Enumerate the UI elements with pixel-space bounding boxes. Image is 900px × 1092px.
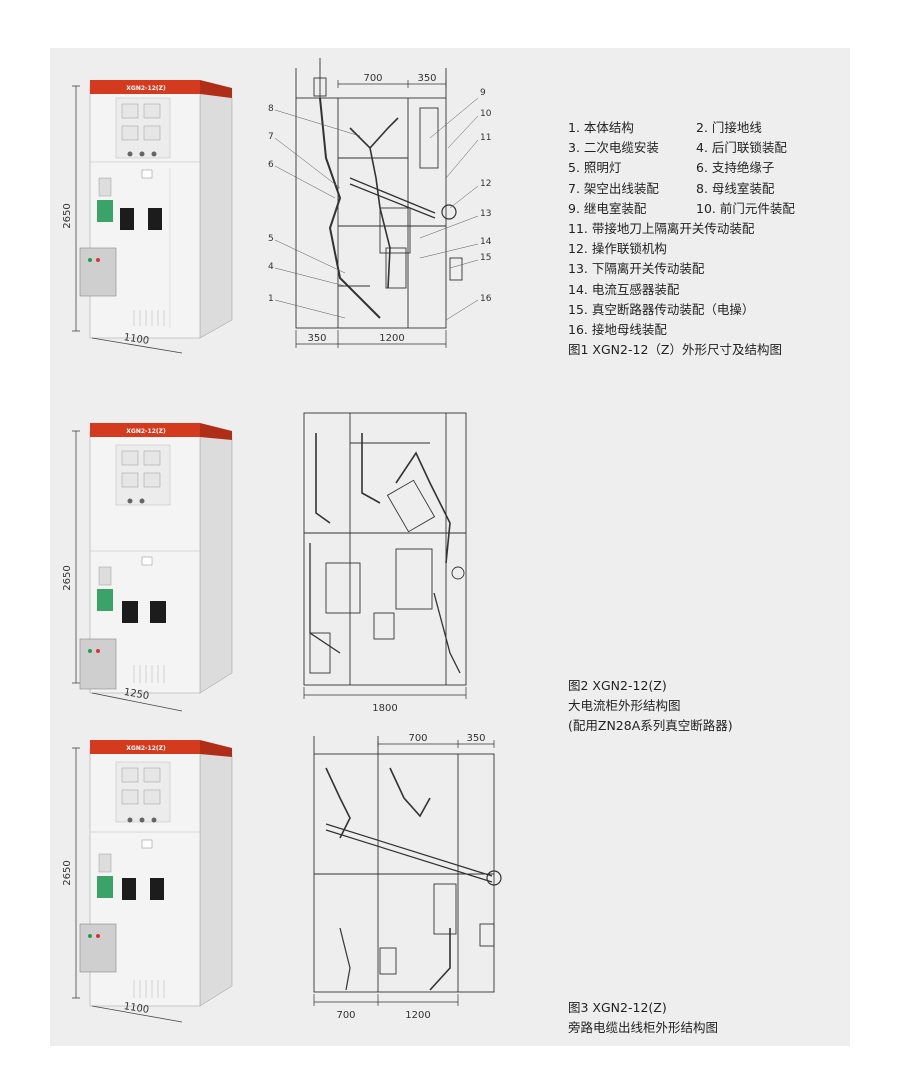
caption-line: 图2 XGN2-12(Z): [568, 678, 667, 693]
legend-row: 3. 二次电缆安装 4. 后门联锁装配: [568, 138, 838, 158]
cabinet-label: XGN2-12(Z): [126, 428, 166, 435]
legend-item: 14. 电流互感器装配: [568, 281, 680, 297]
cabinet-height-label: 2650: [62, 565, 73, 590]
callout-10: 10: [480, 109, 492, 119]
legend-item: 9. 继电室装配: [568, 200, 647, 216]
figure-2: 2650 XGN2-12(Z): [50, 393, 850, 733]
structure-drawing-1: 700 350 350 1200 8 7: [268, 58, 492, 348]
callout-15: 15: [480, 253, 491, 263]
legend-item: 11. 带接地刀上隔离开关传动装配: [568, 221, 755, 237]
cabinet-width-label: 1250: [123, 687, 150, 702]
content-panel: 2650 XGN2-12(Z): [50, 48, 850, 1046]
callout-1: 1: [268, 294, 274, 304]
caption-line: (配用ZN28A系列真空断路器): [568, 718, 733, 733]
callout-4: 4: [268, 262, 274, 272]
structure-drawing-2: 1800: [303, 412, 467, 714]
cabinet-photo-1: 2650 XGN2-12(Z): [62, 80, 233, 354]
structure-drawing-3: 700 350 700 1200: [313, 733, 502, 1021]
top-dim-350: 350: [417, 73, 436, 84]
legend-row: 5. 照明灯 6. 支持绝缘子: [568, 158, 838, 178]
callout-16: 16: [480, 294, 492, 304]
legend-item: 12. 操作联锁机构: [568, 241, 667, 257]
bottom-dim-350: 350: [307, 333, 326, 344]
bottom-dim-1800: 1800: [372, 703, 397, 714]
legend-item: 1. 本体结构: [568, 120, 634, 135]
legend-row: 9. 继电室装配 10. 前门元件装配: [568, 199, 838, 219]
bottom-dim-1200: 1200: [379, 333, 404, 344]
top-dim-700: 700: [408, 733, 427, 744]
callout-5: 5: [268, 234, 274, 244]
caption-line: 旁路电缆出线柜外形结构图: [568, 1020, 719, 1035]
cabinet-width-label: 1100: [123, 1001, 150, 1016]
legend-item: 10. 前门元件装配: [696, 200, 795, 216]
figure-3-caption: 图3 XGN2-12(Z) 旁路电缆出线柜外形结构图: [568, 998, 718, 1038]
cabinet-label: XGN2-12(Z): [126, 745, 166, 752]
figure-3: 2650 XGN2-12(Z): [50, 728, 850, 1046]
callout-12: 12: [480, 179, 491, 189]
caption-line: 大电流柜外形结构图: [568, 698, 681, 713]
cabinet-height-label: 2650: [62, 203, 73, 228]
top-dim-350: 350: [466, 733, 485, 744]
cabinet-width-label: 1100: [123, 332, 150, 347]
callout-8: 8: [268, 104, 274, 114]
legend-item: 8. 母线室装配: [696, 180, 775, 196]
callout-13: 13: [480, 209, 491, 219]
legend-item: 16. 接地母线装配: [568, 322, 667, 338]
legend-row: 7. 架空出线装配 8. 母线室装配: [568, 179, 838, 199]
legend-row: 1. 本体结构 2. 门接地线: [568, 118, 838, 138]
figure-2-caption: 图2 XGN2-12(Z) 大电流柜外形结构图 (配用ZN28A系列真空断路器): [568, 676, 733, 736]
callout-9: 9: [480, 88, 486, 98]
legend-item: 2. 门接地线: [696, 120, 762, 135]
legend-item: 7. 架空出线装配: [568, 180, 659, 196]
legend-item: 15. 真空断路器传动装配（电操）: [568, 301, 755, 317]
figure-1: 2650 XGN2-12(Z): [50, 48, 850, 388]
legend-item: 13. 下隔离开关传动装配: [568, 261, 705, 277]
legend-item: 6. 支持绝缘子: [696, 160, 775, 176]
cabinet-label: XGN2-12(Z): [126, 85, 166, 92]
cabinet-photo-3: 2650 XGN2-12(Z): [62, 740, 233, 1023]
caption-line: 图3 XGN2-12(Z): [568, 1000, 667, 1015]
cabinet-height-label: 2650: [62, 860, 73, 885]
figure-1-legend: 1. 本体结构 2. 门接地线 3. 二次电缆安装 4. 后门联锁装配 5. 照明灯…: [568, 118, 838, 360]
callout-7: 7: [268, 132, 274, 142]
callout-6: 6: [268, 160, 274, 170]
legend-item: 5. 照明灯: [568, 160, 622, 176]
bottom-dim-1200: 1200: [405, 1010, 430, 1021]
callout-11: 11: [480, 133, 491, 143]
figure-1-caption: 图1 XGN2-12（Z）外形尺寸及结构图: [568, 342, 782, 358]
legend-item: 4. 后门联锁装配: [696, 140, 787, 156]
top-dim-700: 700: [363, 73, 382, 84]
callout-14: 14: [480, 237, 492, 247]
cabinet-photo-2: 2650 XGN2-12(Z): [62, 423, 233, 712]
legend-item: 3. 二次电缆安装: [568, 140, 659, 156]
bottom-dim-700: 700: [336, 1010, 355, 1021]
